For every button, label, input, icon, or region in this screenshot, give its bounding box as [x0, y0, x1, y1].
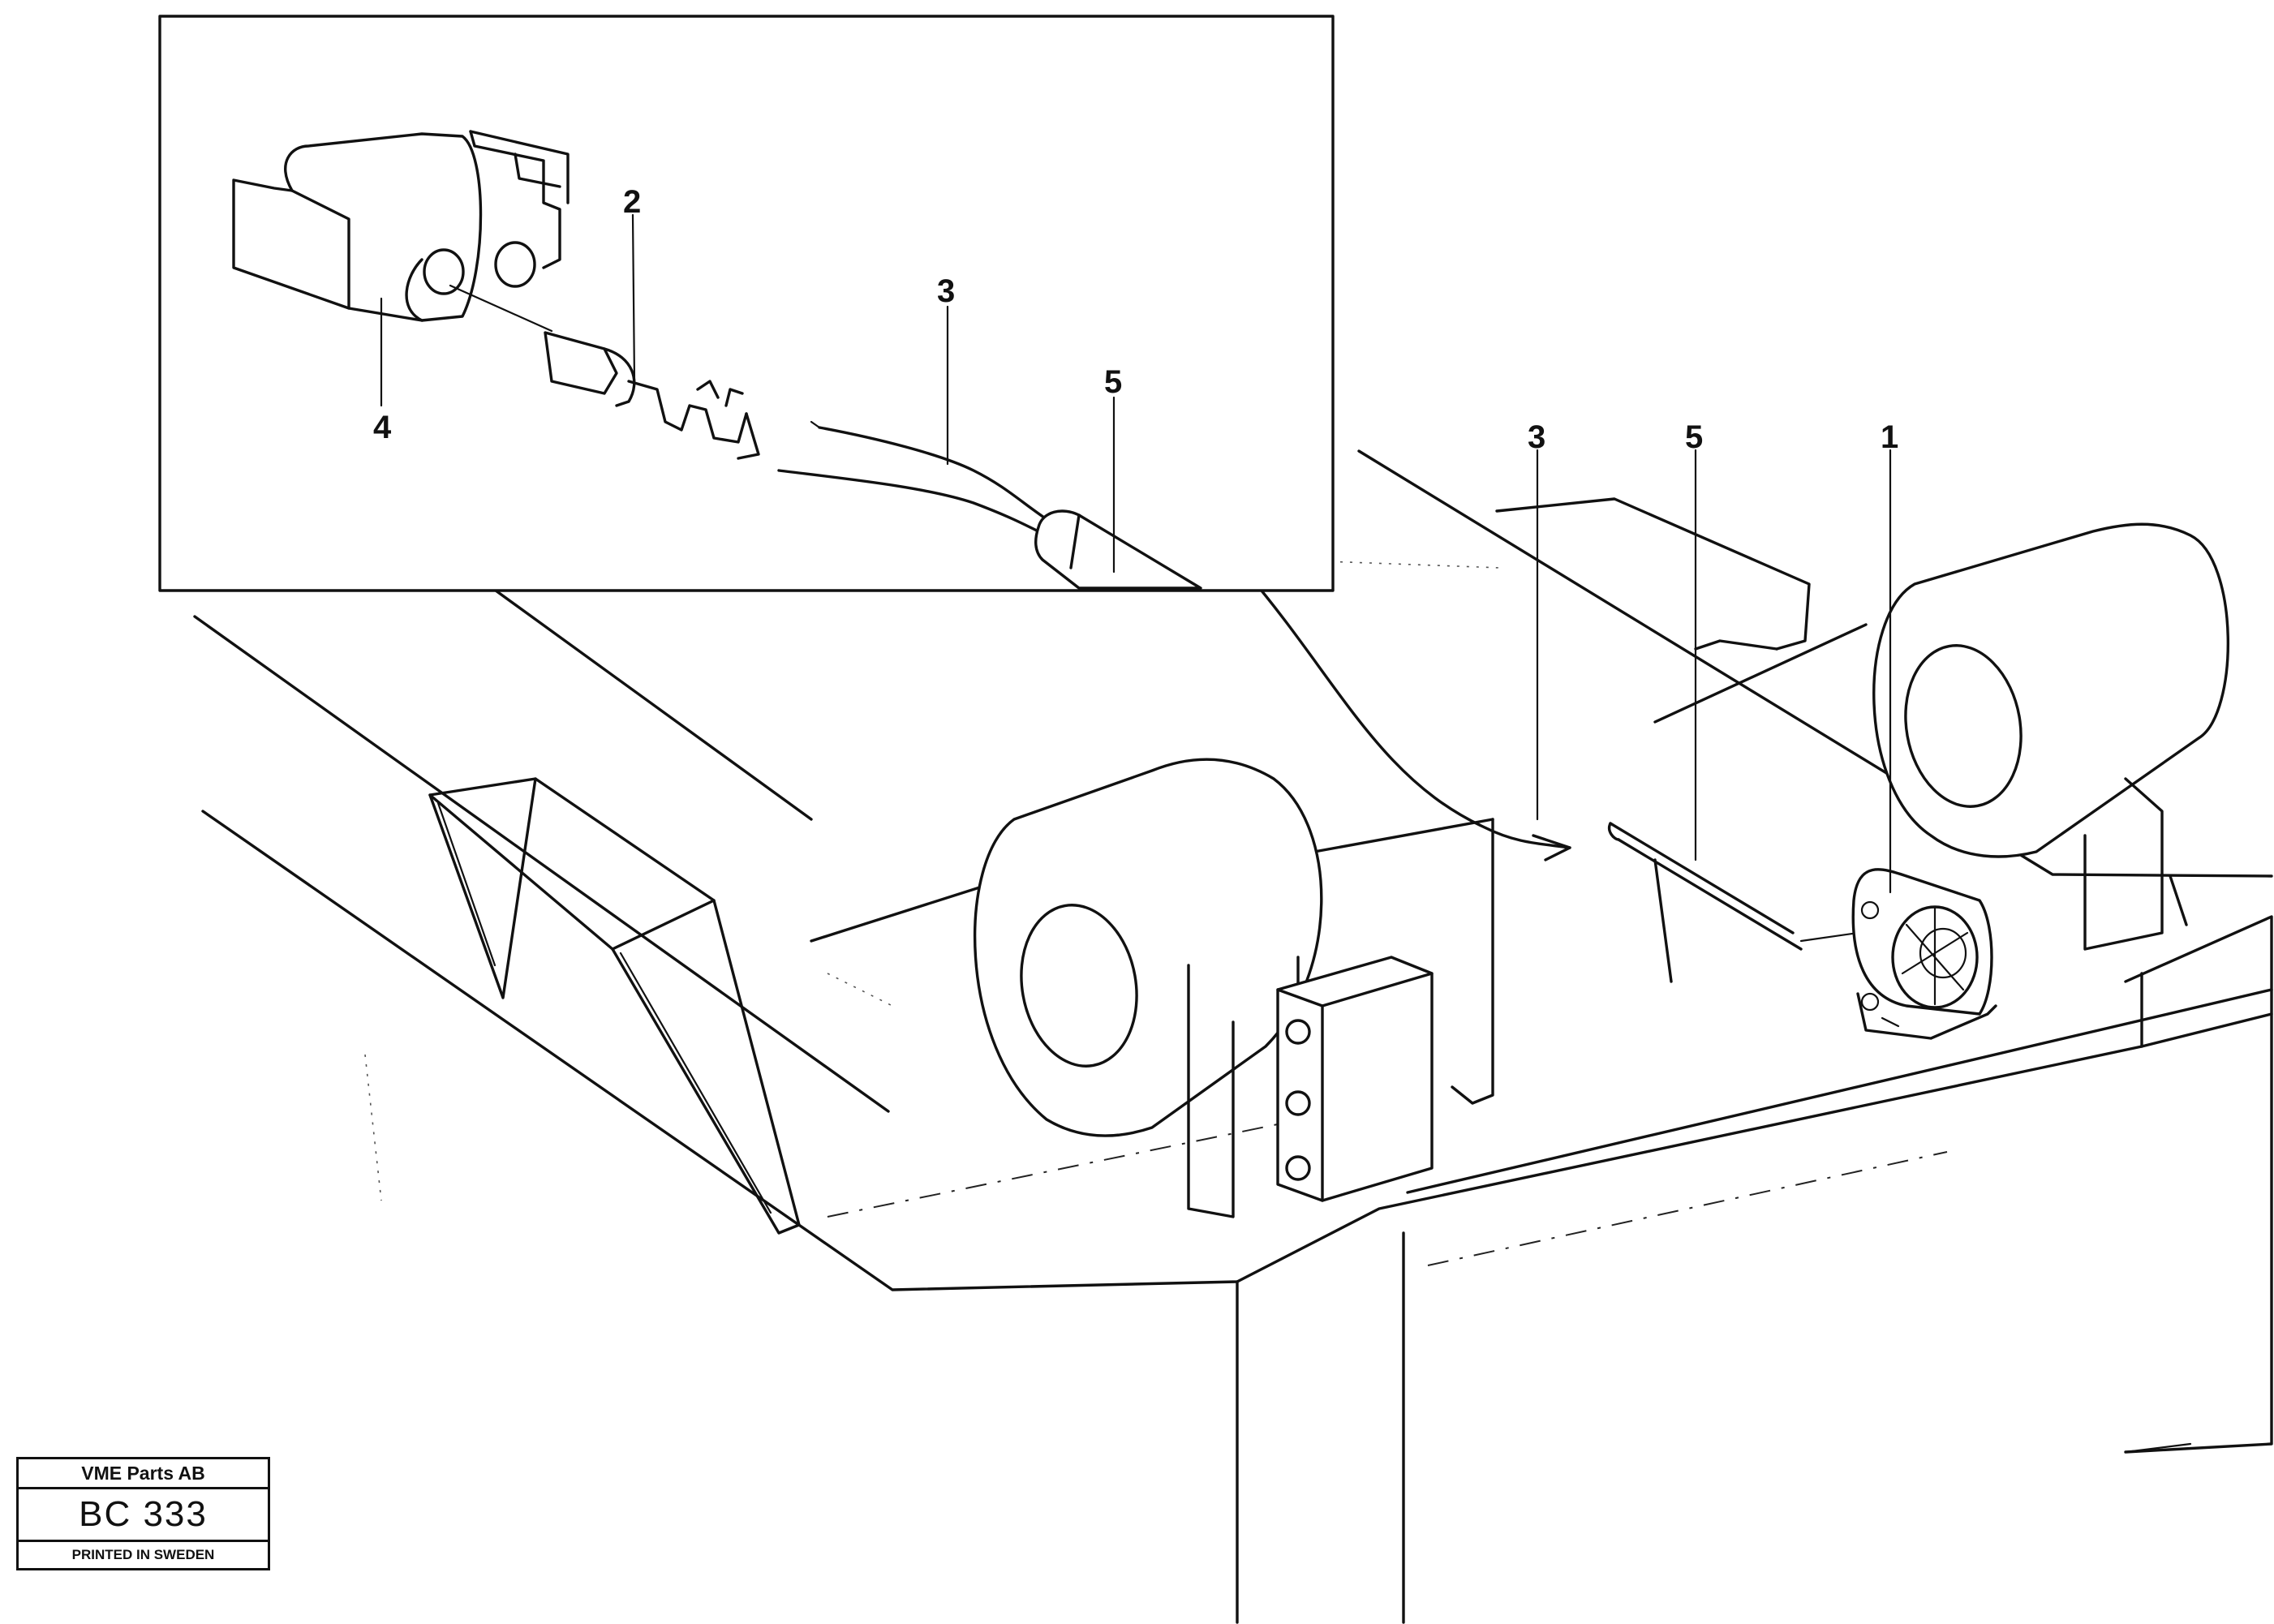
callout-main-1: 1: [1881, 419, 1898, 455]
stamp-printed: PRINTED IN SWEDEN: [71, 1547, 215, 1562]
callout-inset-4: 4: [373, 410, 392, 445]
left-drum: [810, 758, 1323, 1218]
callout-labels: 2 3 5 4 3 5 1: [373, 184, 1898, 455]
callout-leaders: [380, 213, 1892, 894]
callout-main-3: 3: [1528, 419, 1545, 455]
triangular-bracket: [428, 777, 801, 1235]
callout-main-5: 5: [1685, 419, 1703, 455]
callout-inset-5: 5: [1104, 364, 1122, 400]
stamp-company: VME Parts AB: [19, 1459, 268, 1489]
terminal-block: [1276, 956, 1434, 1202]
sensor-assembly: [1248, 574, 1997, 1040]
machine-frame: [193, 449, 2273, 1624]
right-drum: [1653, 522, 2229, 951]
callout-inset-3: 3: [937, 273, 955, 309]
stamp-code: BC 333: [19, 1489, 268, 1542]
detail-inset: [158, 15, 1335, 592]
title-stamp: VME Parts AB BC 333 PRINTED IN SWEDEN: [16, 1457, 270, 1570]
callout-inset-2: 2: [623, 184, 641, 220]
